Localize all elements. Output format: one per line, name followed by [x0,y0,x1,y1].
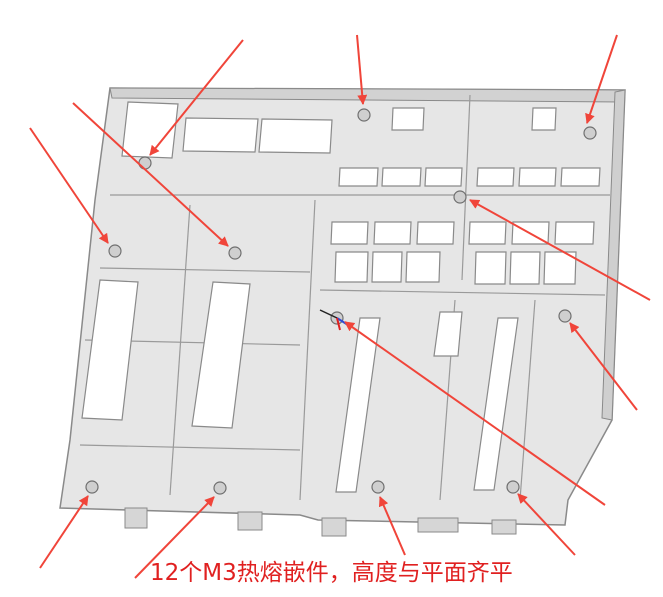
insert-boss-5 [228,246,242,260]
opening-small-top-right [531,107,557,131]
opening-slot-row1-4 [476,167,515,187]
insert-boss-12 [506,480,520,494]
opening-long-center-a [335,317,381,493]
arrow-insert-5 [72,102,229,247]
insert-boss-8 [558,309,572,323]
opening-small-top [391,107,425,131]
opening-long-left-b [191,281,251,429]
arrow-insert-6 [469,199,651,301]
arrow-insert-4 [29,127,109,244]
arrow-insert-9 [39,495,89,569]
arrow-insert-8 [569,322,638,411]
arrow-insert-1 [356,34,368,105]
opening-slot-row2-3 [416,221,455,245]
opening-top-left [121,101,179,159]
opening-slot-row1-5 [518,167,557,187]
opening-slot-row3-3 [405,251,441,283]
opening-slot-row3-2 [371,251,403,283]
insert-boss-11 [371,480,385,494]
insert-boss-2 [583,126,597,140]
opening-slot-row3-5 [509,251,541,285]
insert-boss-9 [85,480,99,494]
insert-boss-4 [108,244,122,258]
figure-caption: 12个M3热熔嵌件，高度与平面齐平 [150,560,513,586]
opening-long-left-a [81,279,139,421]
opening-slot-row2-6 [554,221,595,245]
plate-right-rim [601,89,626,421]
opening-window-b [258,118,333,154]
opening-slot-row1-6 [560,167,601,187]
arrow-insert-7 [344,321,606,506]
arrow-insert-11 [378,496,406,556]
opening-slot-row2-4 [468,221,507,245]
opening-slot-row1-1 [338,167,379,187]
opening-slot-row3-6 [543,251,577,285]
opening-slot-row3-4 [474,251,507,285]
insert-boss-6 [453,190,467,204]
arrow-insert-10 [134,496,215,579]
insert-boss-1 [357,108,371,122]
opening-small-center [433,311,463,357]
plate-openings [81,101,601,493]
arrow-insert-12 [517,493,576,556]
opening-slot-row3-1 [334,251,369,283]
opening-long-center-b [473,317,519,491]
opening-slot-row1-2 [381,167,422,187]
annotation-arrows [29,34,651,579]
plate-bottom-lugs [124,507,517,537]
opening-slot-row2-2 [373,221,412,245]
insert-boss-10 [213,481,227,495]
insert-boss-3 [138,156,152,170]
arrow-insert-2 [585,34,618,124]
opening-slot-row1-3 [424,167,463,187]
opening-slot-row2-1 [330,221,369,245]
arrow-insert-3 [149,39,244,156]
opening-window-a [182,117,259,153]
